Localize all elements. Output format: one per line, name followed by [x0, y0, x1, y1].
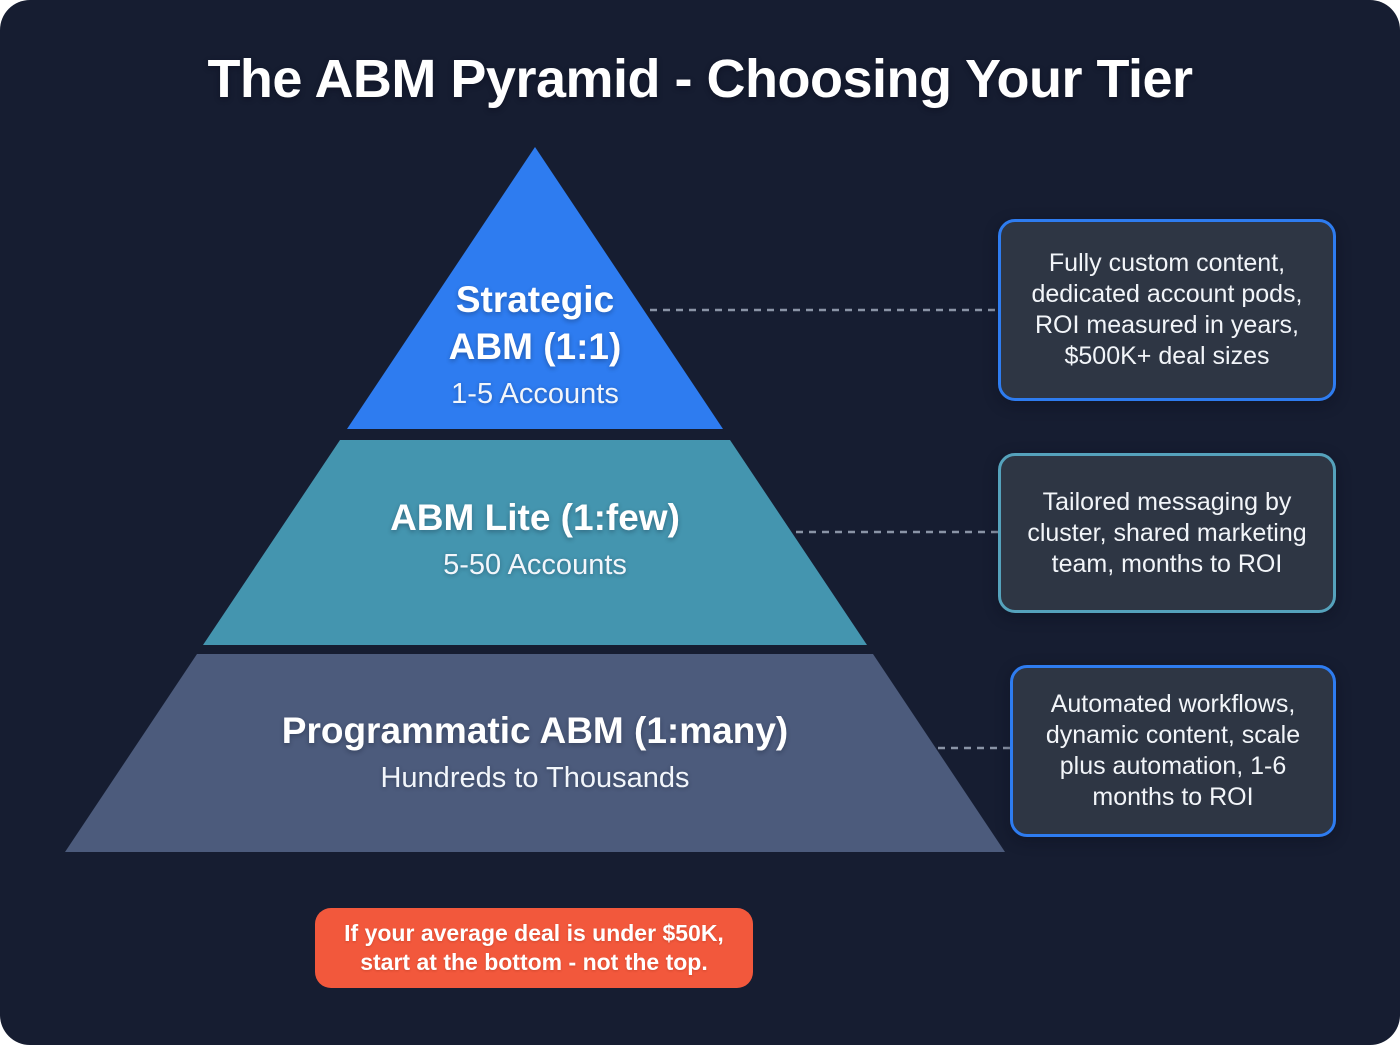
pyramid-tier-strategic-shape: [347, 147, 723, 429]
callout-lite: Tailored messaging by cluster, shared ma…: [998, 453, 1336, 613]
footer-note-line: If your average deal is under $50K,: [344, 920, 724, 946]
callout-text-line: dynamic content, scale: [1045, 721, 1301, 749]
tier-strategic-subtext: 1-5 Accounts: [451, 378, 619, 410]
callout-text-line: Fully custom content,: [1048, 249, 1286, 277]
callout-text-line: team, months to ROI: [1051, 549, 1283, 578]
callout-text-line: ROI measured in years,: [1035, 311, 1299, 339]
tier-label-programmatic: Programmatic ABM (1:many) Hundreds to Th…: [185, 707, 885, 796]
tier-programmatic-heading: Programmatic ABM (1:many): [281, 710, 789, 751]
pyramid-tier-lite-shape: [203, 440, 867, 645]
tier-label-strategic: Strategic ABM (1:1) 1-5 Accounts: [415, 276, 655, 412]
tier-strategic-heading: Strategic ABM (1:1): [448, 279, 622, 367]
callout-programmatic: Automated workflows, dynamic content, sc…: [1010, 665, 1336, 837]
callout-text-line: $500K+ deal sizes: [1064, 342, 1270, 370]
callout-text-line: Tailored messaging by: [1042, 487, 1292, 516]
pyramid-tier-programmatic-shape: [65, 654, 1005, 852]
footer-note-line: start at the bottom - not the top.: [360, 949, 708, 975]
tier-label-lite: ABM Lite (1:few) 5-50 Accounts: [235, 494, 835, 583]
tier-lite-heading: ABM Lite (1:few): [390, 497, 680, 538]
tier-lite-subtext: 5-50 Accounts: [443, 549, 627, 581]
callout-text-line: months to ROI: [1092, 783, 1254, 811]
footer-advice-note: If your average deal is under $50K, star…: [315, 908, 753, 988]
callout-text-line: dedicated account pods,: [1031, 280, 1303, 308]
callout-text-line: Automated workflows,: [1050, 690, 1296, 718]
callout-strategic: Fully custom content, dedicated account …: [998, 219, 1336, 401]
callout-text-line: plus automation, 1-6: [1059, 752, 1287, 780]
page-title: The ABM Pyramid - Choosing Your Tier: [207, 49, 1193, 109]
tier-programmatic-subtext: Hundreds to Thousands: [380, 762, 690, 794]
callout-text-line: cluster, shared marketing: [1027, 518, 1307, 547]
